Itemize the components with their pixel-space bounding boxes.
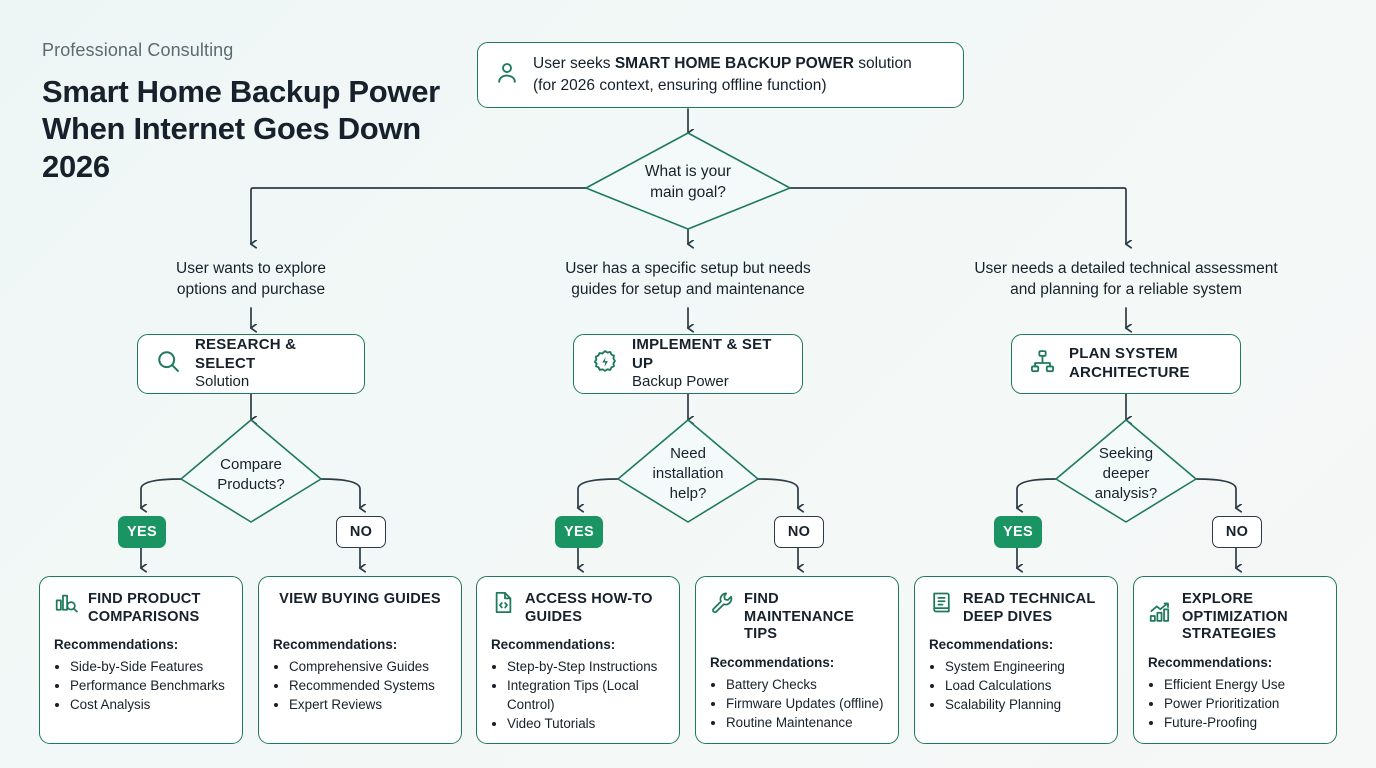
card-rec-list-0: Side-by-Side Features Performance Benchm… xyxy=(54,657,228,714)
card-title-0: FIND PRODUCT COMPARISONS xyxy=(88,591,201,625)
book-icon xyxy=(929,590,954,620)
card-title-2: ACCESS HOW-TO GUIDES xyxy=(525,591,653,625)
list-item: Comprehensive Guides xyxy=(289,657,447,676)
list-item: Firmware Updates (offline) xyxy=(726,694,884,713)
branch-description-2: User needs a detailed technical assessme… xyxy=(974,260,1278,298)
list-item: Integration Tips (Local Control) xyxy=(507,676,665,714)
entry-line1-strong: SMART HOME BACKUP POWER xyxy=(614,55,854,72)
card-title-3: FIND MAINTENANCE TIPS xyxy=(744,591,855,642)
card-title-5: EXPLORE OPTIMIZATION STRATEGIES xyxy=(1182,591,1288,642)
list-item: Step-by-Step Instructions xyxy=(507,657,665,676)
decision-label-compare: Compare Products? xyxy=(217,456,285,493)
magnifier-icon xyxy=(155,348,182,380)
branch-description-1: User has a specific setup but needs guid… xyxy=(565,260,811,298)
chip-yes-analysis[interactable]: YES xyxy=(994,516,1042,548)
outcome-card-explore-optimization-strategies[interactable]: EXPLORE OPTIMIZATION STRATEGIES Recommen… xyxy=(1133,576,1337,744)
growth-chart-icon xyxy=(1148,600,1173,630)
entry-node[interactable]: User seeks SMART HOME BACKUP POWER solut… xyxy=(477,42,964,108)
outcome-card-view-buying-guides[interactable]: VIEW BUYING GUIDES Recommendations: Comp… xyxy=(258,576,462,744)
list-item: Efficient Energy Use xyxy=(1164,675,1322,694)
chip-no-install[interactable]: NO xyxy=(774,516,824,548)
chip-no-compare[interactable]: NO xyxy=(336,516,386,548)
outcome-card-find-maintenance-tips[interactable]: FIND MAINTENANCE TIPS Recommendations: B… xyxy=(695,576,899,744)
action-title-2: PLAN SYSTEM ARCHITECTURE xyxy=(1069,345,1223,383)
card-rec-label-4: Recommendations: xyxy=(929,637,1054,652)
bar-chart-search-icon xyxy=(54,590,79,620)
card-rec-list-3: Battery Checks Firmware Updates (offline… xyxy=(710,675,884,732)
gear-bolt-icon xyxy=(591,348,619,381)
list-item: Performance Benchmarks xyxy=(70,676,228,695)
card-title-1: VIEW BUYING GUIDES xyxy=(279,591,441,607)
list-item: Load Calculations xyxy=(945,676,1103,695)
card-rec-list-2: Step-by-Step Instructions Integration Ti… xyxy=(491,657,665,733)
action-title-0: RESEARCH & SELECT xyxy=(195,335,297,372)
card-rec-label-1: Recommendations: xyxy=(273,636,398,652)
card-rec-label-2: Recommendations: xyxy=(491,637,616,652)
card-rec-list-5: Efficient Energy Use Power Prioritizatio… xyxy=(1148,675,1322,732)
page-header: Professional Consulting Smart Home Backu… xyxy=(42,40,462,186)
chip-yes-compare[interactable]: YES xyxy=(118,516,166,548)
user-icon xyxy=(494,60,520,91)
action-title-1: IMPLEMENT & SET UP xyxy=(632,335,772,372)
list-item: Recommended Systems xyxy=(289,676,447,695)
entry-line1-pre: User seeks xyxy=(533,55,615,72)
list-item: Battery Checks xyxy=(726,675,884,694)
list-item: Expert Reviews xyxy=(289,695,447,714)
branch-description-0: User wants to explore options and purcha… xyxy=(176,260,326,298)
decision-label-analysis: Seeking deeper analysis? xyxy=(1094,445,1158,502)
card-rec-label-5: Recommendations: xyxy=(1148,654,1273,670)
entry-line1-post: solution xyxy=(853,55,912,72)
action-box-implement-setup[interactable]: IMPLEMENT & SET UP Backup Power xyxy=(573,334,803,394)
chip-no-analysis[interactable]: NO xyxy=(1212,516,1262,548)
card-rec-label-3: Recommendations: xyxy=(710,654,835,670)
card-rec-list-4: System Engineering Load Calculations Sca… xyxy=(929,657,1103,714)
file-code-icon xyxy=(491,590,516,620)
entry-line2: (for 2026 context, ensuring offline func… xyxy=(533,77,827,94)
chip-yes-install[interactable]: YES xyxy=(555,516,603,548)
list-item: Future-Proofing xyxy=(1164,713,1322,732)
eyebrow-text: Professional Consulting xyxy=(42,40,234,60)
card-rec-list-1: Comprehensive Guides Recommended Systems… xyxy=(273,657,447,714)
decision-label-install: Need installation help? xyxy=(652,445,724,502)
list-item: Cost Analysis xyxy=(70,695,228,714)
action-subtitle-0: Solution xyxy=(195,373,250,391)
page-title: Smart Home Backup Power When Internet Go… xyxy=(42,73,440,185)
hierarchy-icon xyxy=(1029,348,1056,380)
decision-root-label: What is your main goal? xyxy=(644,163,732,201)
card-rec-label-0: Recommendations: xyxy=(54,637,179,652)
list-item: Side-by-Side Features xyxy=(70,657,228,676)
list-item: Scalability Planning xyxy=(945,695,1103,714)
action-box-research-select[interactable]: RESEARCH & SELECT Solution xyxy=(137,334,365,394)
list-item: Video Tutorials xyxy=(507,714,665,733)
list-item: Routine Maintenance xyxy=(726,713,884,732)
list-item: Power Prioritization xyxy=(1164,694,1322,713)
action-box-plan-architecture[interactable]: PLAN SYSTEM ARCHITECTURE xyxy=(1011,334,1241,394)
outcome-card-access-how-to-guides[interactable]: ACCESS HOW-TO GUIDES Recommendations: St… xyxy=(476,576,680,744)
card-title-4: READ TECHNICAL DEEP DIVES xyxy=(963,591,1096,625)
wrench-icon xyxy=(710,590,735,620)
outcome-card-read-technical-deep-dives[interactable]: READ TECHNICAL DEEP DIVES Recommendation… xyxy=(914,576,1118,744)
action-title-2-text: PLAN SYSTEM ARCHITECTURE xyxy=(1069,345,1190,381)
outcome-card-find-product-comparisons[interactable]: FIND PRODUCT COMPARISONS Recommendations… xyxy=(39,576,243,744)
action-subtitle-1: Backup Power xyxy=(632,373,729,391)
list-item: System Engineering xyxy=(945,657,1103,676)
entry-node-text: User seeks SMART HOME BACKUP POWER solut… xyxy=(533,53,912,97)
